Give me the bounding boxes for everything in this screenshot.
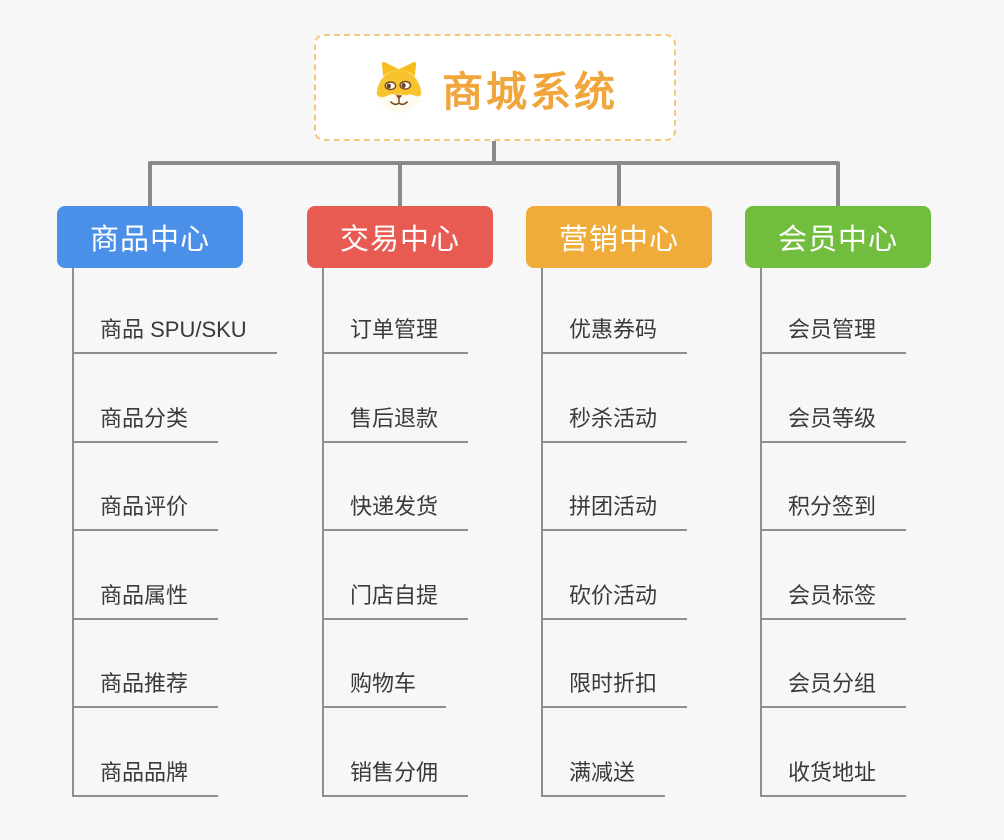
leaf-label: 收货地址: [760, 755, 907, 797]
leaf-node[interactable]: 拼团活动: [541, 443, 712, 532]
leaf-node[interactable]: 满减送: [541, 708, 712, 797]
branch-header-marketing-center[interactable]: 营销中心: [526, 206, 712, 268]
leaf-label: 售后退款: [322, 401, 469, 443]
leaf-node[interactable]: 收货地址: [760, 708, 931, 797]
leaf-node[interactable]: 商品属性: [72, 531, 277, 620]
leaf-node[interactable]: 门店自提: [322, 531, 493, 620]
leaf-label: 商品评价: [72, 489, 219, 532]
branch-header-product-center[interactable]: 商品中心: [57, 206, 243, 268]
branch-column-trade-center: 交易中心 订单管理 售后退款 快递发货 门店自提 购物车 销售分佣: [307, 206, 493, 797]
leaf-node[interactable]: 商品评价: [72, 443, 277, 532]
branch-items-marketing-center: 优惠券码 秒杀活动 拼团活动 砍价活动 限时折扣 满减送: [541, 268, 712, 797]
leaf-label: 购物车: [322, 666, 447, 709]
leaf-label: 会员管理: [760, 312, 907, 354]
leaf-node[interactable]: 订单管理: [322, 268, 493, 354]
root-title: 商城系统: [442, 68, 618, 115]
leaf-node[interactable]: 商品推荐: [72, 620, 277, 709]
leaf-label: 满减送: [541, 755, 666, 797]
leaf-node[interactable]: 会员管理: [760, 268, 931, 354]
branch-items-trade-center: 订单管理 售后退款 快递发货 门店自提 购物车 销售分佣: [322, 268, 493, 797]
leaf-node[interactable]: 购物车: [322, 620, 493, 709]
leaf-label: 秒杀活动: [541, 401, 688, 443]
leaf-label: 快递发货: [322, 489, 469, 532]
leaf-label: 会员标签: [760, 578, 907, 620]
leaf-node[interactable]: 秒杀活动: [541, 354, 712, 443]
branch-column-product-center: 商品中心 商品 SPU/SKU 商品分类 商品评价 商品属性 商品推荐 商品品牌: [57, 206, 277, 797]
branch-items-member-center: 会员管理 会员等级 积分签到 会员标签 会员分组 收货地址: [760, 268, 931, 797]
branch-items-product-center: 商品 SPU/SKU 商品分类 商品评价 商品属性 商品推荐 商品品牌: [72, 268, 277, 797]
leaf-node[interactable]: 会员分组: [760, 620, 931, 709]
branch-rail-line: [148, 161, 840, 207]
leaf-label: 商品分类: [72, 401, 219, 443]
leaf-label: 商品 SPU/SKU: [72, 312, 277, 354]
root-node[interactable]: 商城系统: [314, 34, 676, 141]
leaf-node[interactable]: 商品 SPU/SKU: [72, 268, 277, 354]
leaf-node[interactable]: 销售分佣: [322, 708, 493, 797]
leaf-label: 限时折扣: [541, 666, 688, 709]
leaf-label: 会员等级: [760, 401, 907, 443]
leaf-node[interactable]: 积分签到: [760, 443, 931, 532]
leaf-node[interactable]: 售后退款: [322, 354, 493, 443]
branch-header-trade-center[interactable]: 交易中心: [307, 206, 493, 268]
leaf-label: 门店自提: [322, 578, 469, 620]
leaf-node[interactable]: 会员等级: [760, 354, 931, 443]
leaf-node[interactable]: 商品品牌: [72, 708, 277, 797]
leaf-node[interactable]: 砍价活动: [541, 531, 712, 620]
leaf-node[interactable]: 限时折扣: [541, 620, 712, 709]
leaf-label: 会员分组: [760, 666, 907, 709]
leaf-label: 积分签到: [760, 489, 907, 532]
leaf-node[interactable]: 会员标签: [760, 531, 931, 620]
branch-header-member-center[interactable]: 会员中心: [745, 206, 931, 268]
leaf-label: 订单管理: [322, 312, 469, 354]
leaf-label: 商品品牌: [72, 755, 219, 797]
leaf-label: 砍价活动: [541, 578, 688, 620]
branch-column-member-center: 会员中心 会员管理 会员等级 积分签到 会员标签 会员分组 收货地址: [745, 206, 931, 797]
branch-column-marketing-center: 营销中心 优惠券码 秒杀活动 拼团活动 砍价活动 限时折扣 满减送: [526, 206, 712, 797]
leaf-label: 拼团活动: [541, 489, 688, 532]
leaf-label: 销售分佣: [322, 755, 469, 797]
leaf-label: 商品推荐: [72, 666, 219, 709]
shiba-dog-icon: [372, 61, 426, 115]
leaf-node[interactable]: 优惠券码: [541, 268, 712, 354]
leaf-node[interactable]: 商品分类: [72, 354, 277, 443]
leaf-node[interactable]: 快递发货: [322, 443, 493, 532]
leaf-label: 优惠券码: [541, 312, 688, 354]
leaf-label: 商品属性: [72, 578, 219, 620]
